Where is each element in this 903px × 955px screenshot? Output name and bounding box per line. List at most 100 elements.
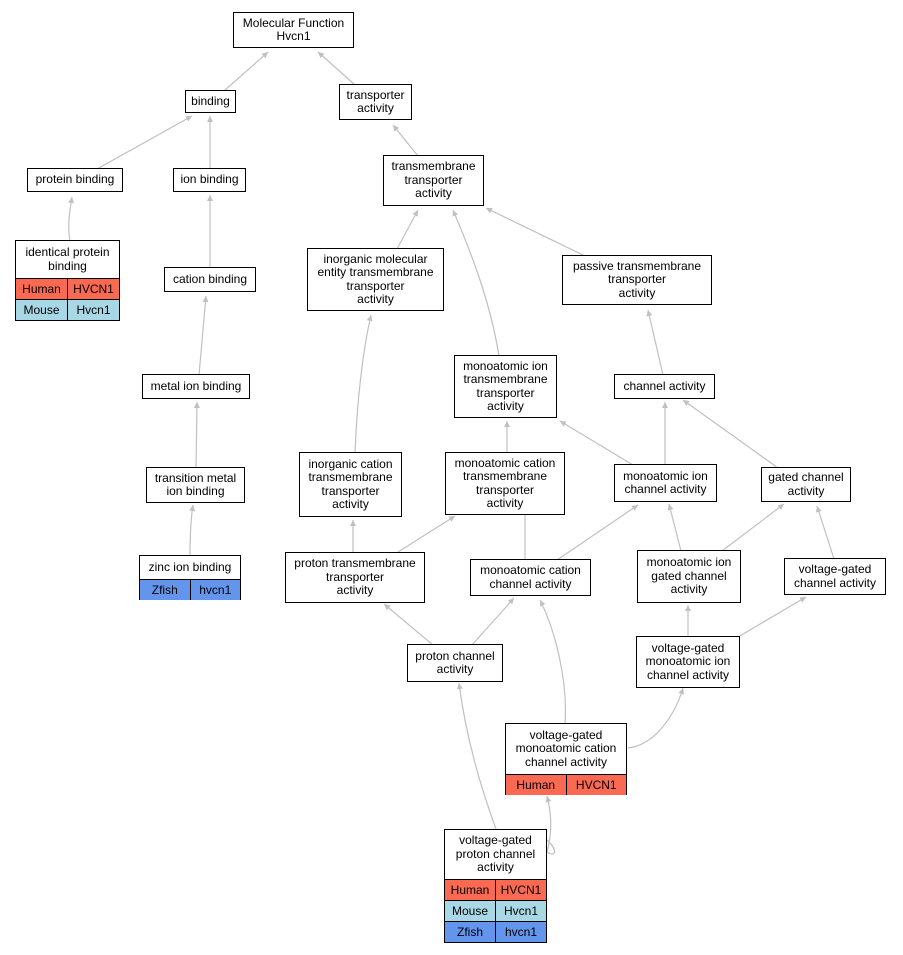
node-identical-protein-binding[interactable]: identical protein binding Human HVCN1 Mo…	[15, 240, 120, 321]
node-zinc-ion-binding[interactable]: zinc ion binding Zfish hvcn1	[139, 555, 241, 600]
species-cell: Human	[22, 282, 61, 296]
node-label: proton channel activity	[415, 648, 495, 676]
edge-transporter-to-root	[317, 51, 355, 85]
node-label: monoatomic ion gated channel activity	[646, 555, 732, 597]
edge-voltage-gated-to-gated	[815, 505, 835, 560]
edge-metal-to-cation-binding	[198, 295, 209, 376]
node-label: zinc ion binding	[148, 559, 232, 574]
node-monoatomic-ion-channel-activity[interactable]: monoatomic ion channel activity	[614, 464, 717, 502]
node-voltage-gated-proton-channel[interactable]: voltage-gated proton channel activity Hu…	[444, 829, 547, 943]
node-proton-transmembrane[interactable]: proton transmembrane transporter activit…	[285, 552, 425, 603]
node-voltage-gated-monoatomic-ion[interactable]: voltage-gated monoatomic ion channel act…	[636, 636, 740, 688]
node-label: ion binding	[180, 172, 239, 187]
node-label: metal ion binding	[150, 378, 242, 393]
node-label: monoatomic ion channel activity	[623, 468, 708, 496]
edge-monocation-channel-to-monoion-channel	[556, 504, 639, 561]
edge-inorganic-to-transmembrane	[396, 209, 419, 250]
node-binding[interactable]: binding	[185, 90, 236, 113]
node-protein-binding[interactable]: protein binding	[27, 168, 123, 192]
gene-cell: HVCN1	[565, 775, 627, 795]
species-cell: Zfish	[151, 583, 178, 597]
edge-monoion-channel-to-monoion-tm	[559, 420, 634, 466]
node-metal-ion-binding[interactable]: metal ion binding	[142, 374, 250, 399]
edge-vg-cation-to-vg-monoion	[627, 687, 685, 749]
node-transmembrane-transporter-activity[interactable]: transmembrane transporter activity	[383, 155, 484, 206]
gene-cell: HVCN1	[67, 279, 119, 299]
annotation-row-human: Human HVCN1	[445, 879, 546, 900]
edge-vg-proton-to-proton-channel	[456, 682, 497, 830]
node-inorganic-molecular-entity[interactable]: inorganic molecular entity transmembrane…	[307, 248, 444, 311]
node-label: proton transmembrane transporter activit…	[294, 556, 416, 598]
annotation-row-zfish: Zfish hvcn1	[445, 921, 546, 942]
node-label: protein binding	[35, 172, 115, 187]
node-label: voltage-gated monoatomic ion channel act…	[645, 640, 731, 682]
node-channel-activity[interactable]: channel activity	[614, 374, 715, 399]
node-label: cation binding	[172, 271, 248, 286]
gene-cell: Hvcn1	[67, 300, 119, 320]
edge-vg-cation-to-monocation-channel	[539, 599, 567, 725]
annotation-row-human: Human HVCN1	[506, 774, 626, 795]
edge-zinc-to-transition	[189, 504, 196, 557]
node-inorganic-cation-transmembrane[interactable]: inorganic cation transmembrane transport…	[299, 452, 402, 517]
annotation-row-human: Human HVCN1	[16, 278, 119, 299]
node-label: identical protein binding	[25, 245, 110, 273]
node-ion-binding[interactable]: ion binding	[173, 168, 246, 192]
node-proton-channel-activity[interactable]: proton channel activity	[407, 644, 503, 682]
annotation-row-mouse: Mouse Hvcn1	[445, 900, 546, 921]
node-transporter-activity[interactable]: transporter activity	[339, 84, 412, 120]
node-passive-transmembrane[interactable]: passive transmembrane transporter activi…	[562, 255, 712, 305]
edge-transition-to-metal	[193, 401, 200, 469]
node-label: monoatomic cation transmembrane transpor…	[454, 455, 556, 510]
node-label: passive transmembrane transporter activi…	[572, 258, 702, 300]
species-cell: Mouse	[23, 303, 60, 317]
gene-cell: HVCN1	[495, 880, 546, 900]
node-voltage-gated-channel[interactable]: voltage-gated channel activity	[784, 558, 886, 595]
gene-cell: hvcn1	[189, 580, 241, 600]
species-cell: Mouse	[451, 904, 489, 918]
edge-gated-to-channel	[682, 399, 779, 469]
edge-monoion-tm-to-transmembrane	[452, 209, 500, 357]
node-label: voltage-gated proton channel activity	[455, 833, 536, 875]
node-label: voltage-gated channel activity	[793, 562, 877, 590]
root-line2: Hvcn1	[276, 29, 311, 43]
node-molecular-function-root[interactable]: Molecular Function Hvcn1	[233, 12, 354, 48]
node-monoatomic-ion-transmembrane[interactable]: monoatomic ion transmembrane transporter…	[454, 355, 557, 418]
edge-binding-to-root	[223, 51, 269, 92]
annotation-row-zfish: Zfish hvcn1	[140, 579, 240, 600]
node-label: inorganic molecular entity transmembrane…	[317, 251, 434, 306]
node-label: monoatomic ion transmembrane transporter…	[463, 358, 548, 413]
node-monoatomic-ion-gated-channel[interactable]: monoatomic ion gated channel activity	[637, 550, 741, 603]
node-gated-channel-activity[interactable]: gated channel activity	[761, 467, 851, 502]
edge-channel-to-passive	[646, 309, 664, 376]
node-label: voltage-gated monoatomic cation channel …	[515, 727, 617, 769]
edge-identical-to-protein-binding	[68, 196, 74, 242]
species-cell: Human	[450, 883, 490, 897]
edge-proton-tm-to-monocation-tm	[397, 515, 456, 553]
node-monoatomic-cation-channel[interactable]: monoatomic cation channel activity	[470, 559, 591, 596]
node-label: channel activity	[623, 378, 706, 393]
node-label: transmembrane transporter activity	[391, 159, 476, 201]
edge-vg-proton-to-vg-cation	[545, 795, 556, 855]
edge-proton-channel-to-proton-tm	[383, 603, 434, 646]
node-label: monoatomic cation channel activity	[480, 563, 581, 591]
node-transition-metal-ion-binding[interactable]: transition metal ion binding	[146, 467, 245, 503]
edge-protein-binding-to-binding	[96, 115, 193, 170]
species-cell: Human	[516, 778, 556, 792]
edge-inorganic-cation-to-inorganic	[354, 314, 373, 454]
node-label: inorganic cation transmembrane transport…	[308, 456, 393, 511]
node-label: binding	[191, 93, 230, 108]
gene-cell: hvcn1	[495, 922, 546, 942]
edge-monoion-gated-to-monoion-channel	[667, 503, 682, 552]
edge-transmembrane-to-transporter	[392, 124, 419, 157]
node-label: transition metal ion binding	[154, 470, 237, 498]
node-voltage-gated-monoatomic-cation[interactable]: voltage-gated monoatomic cation channel …	[505, 723, 627, 795]
node-monoatomic-cation-transmembrane[interactable]: monoatomic cation transmembrane transpor…	[445, 452, 565, 515]
species-cell: Zfish	[456, 925, 483, 939]
gene-cell: Hvcn1	[495, 901, 546, 921]
node-cation-binding[interactable]: cation binding	[164, 267, 256, 292]
edge-passive-to-transmembrane	[485, 207, 586, 257]
edge-monoion-gated-to-gated	[721, 503, 785, 552]
node-label: gated channel activity	[768, 470, 844, 498]
